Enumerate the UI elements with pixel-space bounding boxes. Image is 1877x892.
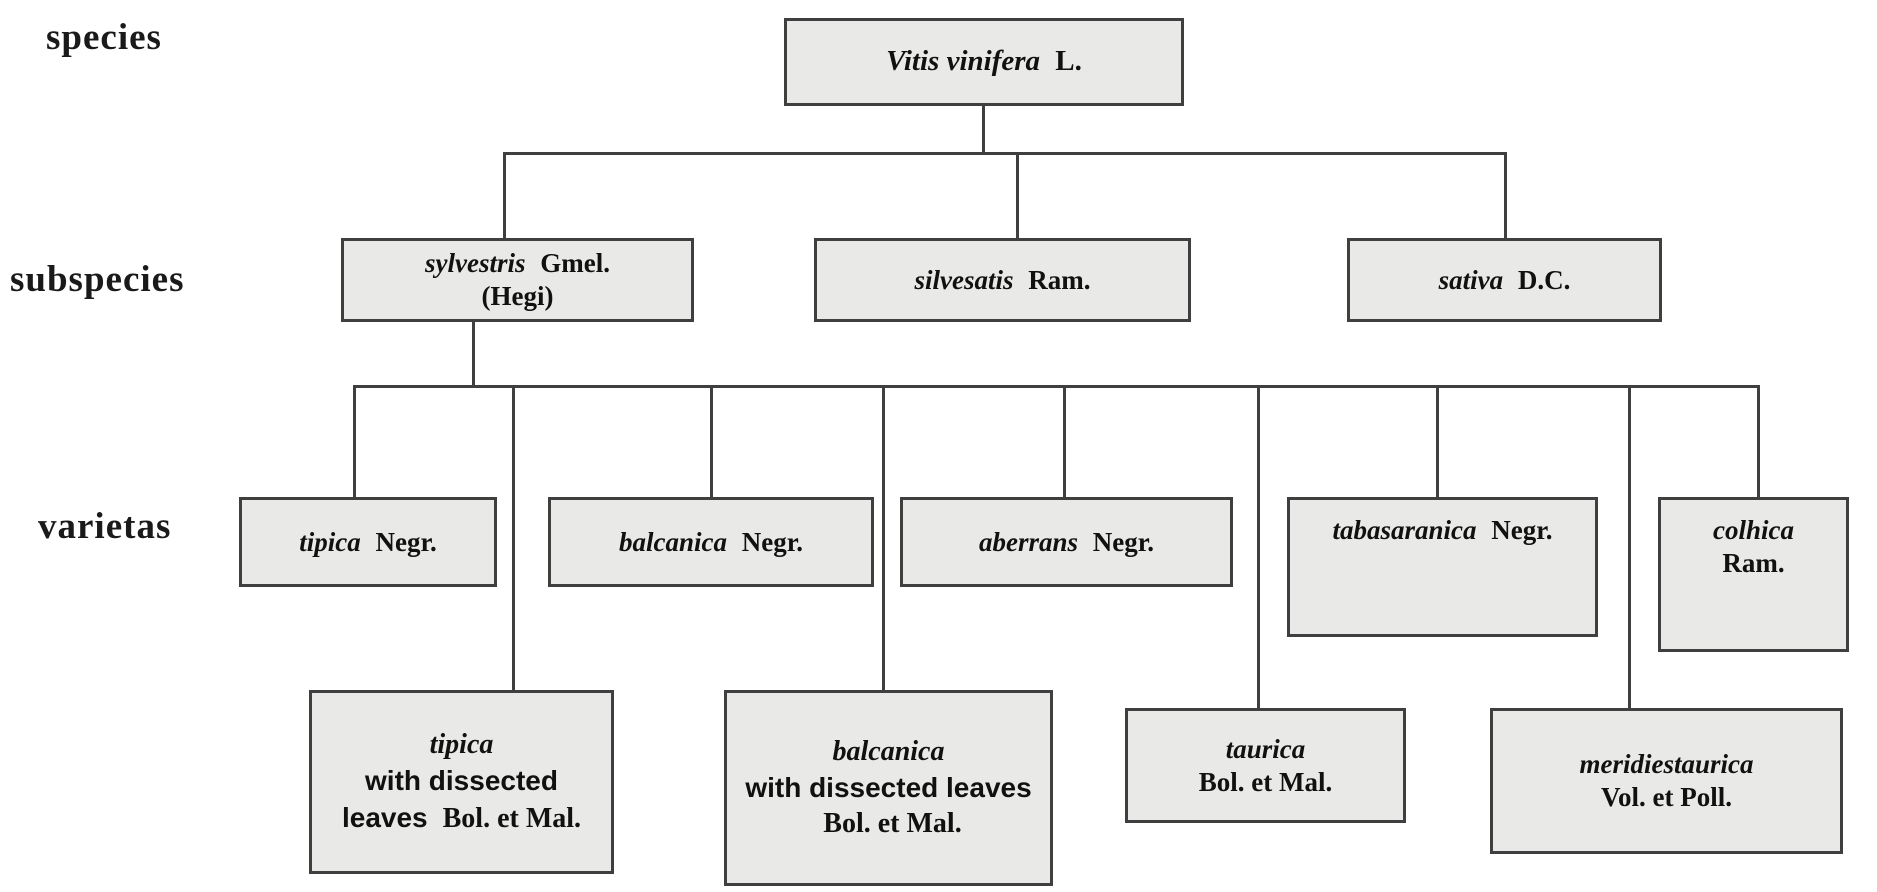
connector-line bbox=[710, 385, 713, 497]
node-balcanica: balcanica Negr. bbox=[548, 497, 874, 587]
taxon-name: tipica bbox=[429, 729, 494, 761]
taxon-name-line2: (Hegi) bbox=[481, 281, 554, 311]
taxon-author: Negr. bbox=[1092, 526, 1155, 557]
taxon-name: tabasaranica bbox=[1332, 515, 1477, 545]
taxon-author: Negr. bbox=[1491, 515, 1553, 545]
connector-line bbox=[1757, 385, 1760, 497]
connector-line bbox=[982, 106, 985, 155]
taxon-author: Ram. bbox=[1028, 264, 1091, 295]
taxon-author: D.C. bbox=[1517, 264, 1571, 295]
connector-line bbox=[1504, 152, 1507, 238]
taxon-name: meridiestaurica bbox=[1579, 749, 1754, 780]
connector-line bbox=[1436, 385, 1439, 497]
node-sativa: sativa D.C. bbox=[1347, 238, 1662, 322]
node-meridiestaurica: meridiestaurica Vol. et Poll. bbox=[1490, 708, 1843, 854]
connector-line bbox=[1016, 152, 1019, 238]
taxon-author: Vol. et Poll. bbox=[1601, 782, 1732, 812]
node-taurica: taurica Bol. et Mal. bbox=[1125, 708, 1406, 823]
taxon-name: Vitis vinifera bbox=[886, 45, 1041, 78]
connector-line bbox=[882, 385, 885, 690]
taxon-name: tipica bbox=[299, 526, 361, 557]
taxon-author: L. bbox=[1055, 45, 1082, 78]
taxon-name: silvesatis bbox=[914, 264, 1014, 295]
taxon-author: Negr. bbox=[741, 526, 803, 557]
row-label-species: species bbox=[46, 17, 162, 58]
node-aberrans: aberrans Negr. bbox=[900, 497, 1233, 587]
node-colhica: colhica Ram. bbox=[1658, 497, 1849, 652]
node-tipica: tipica Negr. bbox=[239, 497, 497, 587]
taxon-author: Bol. et Mal. bbox=[1198, 766, 1333, 797]
taxon-author: Bol. et Mal. bbox=[823, 808, 962, 840]
connector-line bbox=[353, 385, 356, 497]
taxon-name: sativa bbox=[1438, 264, 1504, 295]
connector-line bbox=[1257, 385, 1260, 708]
taxon-author: Gmel. bbox=[540, 248, 610, 279]
node-silvesatis: silvesatis Ram. bbox=[814, 238, 1191, 322]
connector-line bbox=[503, 152, 506, 238]
connector-line bbox=[503, 152, 1507, 155]
node-balcanica-with-dissected-leaves: balcanica with dissected leaves Bol. et … bbox=[724, 690, 1053, 886]
node-tipica-with-dissected-leaves: tipica with dissected leaves Bol. et Mal… bbox=[309, 690, 614, 874]
node-sylvestris: sylvestris Gmel. (Hegi) bbox=[341, 238, 694, 322]
taxon-author: Bol. et Mal. bbox=[442, 802, 582, 834]
connector-line bbox=[512, 385, 515, 690]
taxon-name: balcanica bbox=[619, 526, 727, 557]
taxon-name: taurica bbox=[1225, 733, 1306, 764]
node-tabasaranica: tabasaranica Negr. bbox=[1287, 497, 1598, 637]
node-vitis-vinifera: Vitis vinifera L. bbox=[784, 18, 1184, 106]
taxon-author: Negr. bbox=[375, 526, 437, 557]
taxon-name: aberrans bbox=[978, 526, 1079, 557]
connector-line bbox=[472, 322, 475, 388]
taxon-description: with dissected leaves bbox=[745, 771, 1032, 803]
connector-line bbox=[353, 385, 1760, 388]
row-label-varietas: varietas bbox=[38, 506, 172, 547]
taxon-author: Ram. bbox=[1722, 547, 1785, 578]
taxon-name: colhica bbox=[1713, 515, 1794, 545]
taxon-name: balcanica bbox=[832, 735, 945, 767]
connector-line bbox=[1628, 385, 1631, 708]
row-label-subspecies: subspecies bbox=[10, 259, 185, 300]
taxon-name: sylvestris bbox=[425, 248, 526, 279]
taxon-description: with dissected leaves bbox=[341, 765, 558, 833]
connector-line bbox=[1063, 385, 1066, 497]
